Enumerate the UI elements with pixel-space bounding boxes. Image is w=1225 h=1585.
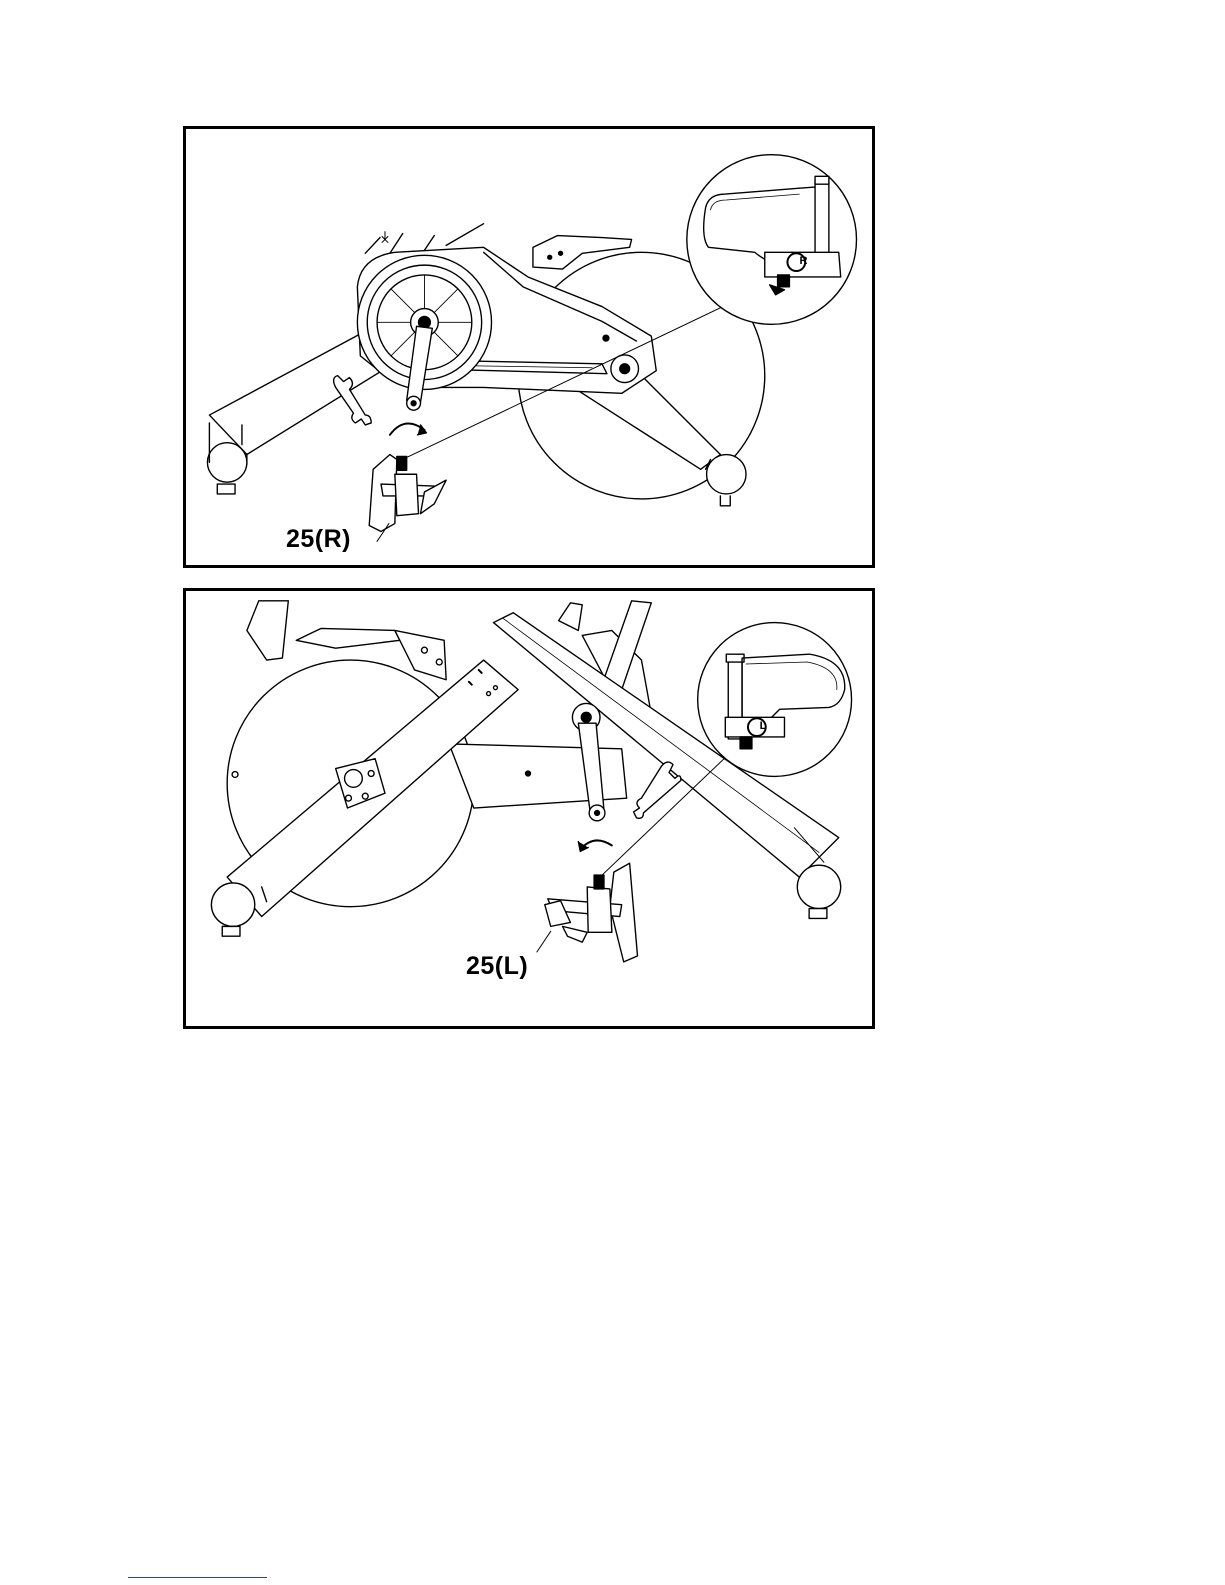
footer-underline-link	[128, 1577, 267, 1578]
part-label-left-pedal: 25(L)	[466, 952, 528, 981]
rear-caster	[207, 443, 246, 482]
diagram-panel-right-pedal: 25(R) R	[183, 126, 875, 568]
wrench-icon	[334, 376, 372, 425]
pedal-left	[545, 863, 638, 962]
part-label-right-pedal: 25(R)	[286, 525, 351, 554]
detail-inset-left	[698, 623, 852, 777]
pedal-right	[369, 455, 446, 532]
bike-left-side-illustration	[186, 591, 872, 1026]
bike-right-side-illustration	[186, 129, 872, 565]
front-caster	[707, 455, 746, 494]
inset-letter-right: R	[797, 255, 810, 267]
inset-letter-left: L	[757, 720, 769, 732]
front-caster	[797, 865, 840, 908]
detail-inset-right	[687, 155, 857, 325]
rear-caster	[211, 883, 254, 926]
diagram-panel-left-pedal: 25(L) L	[183, 588, 875, 1029]
